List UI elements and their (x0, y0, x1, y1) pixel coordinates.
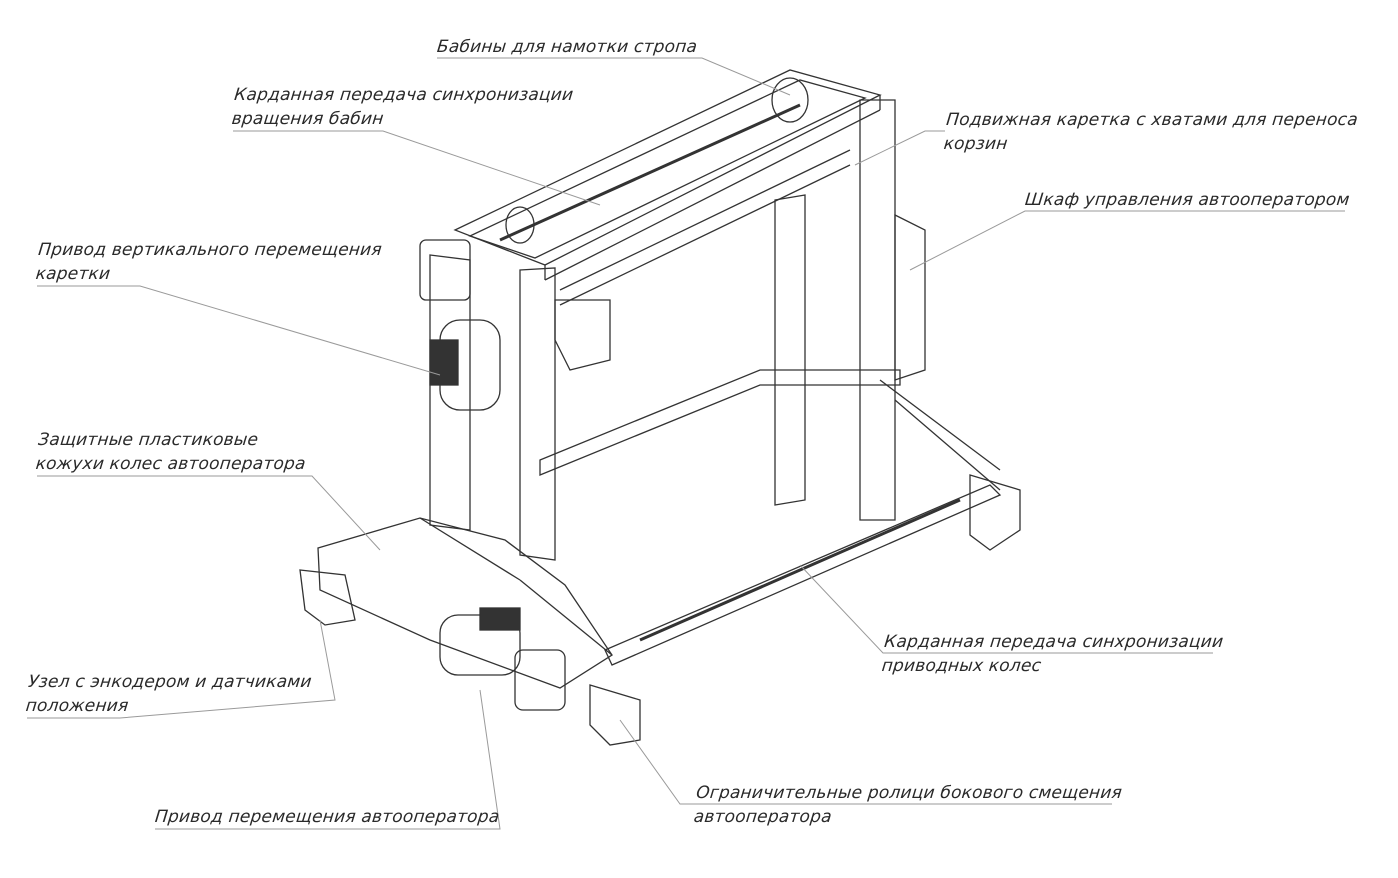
leader-cabinet (909, 210, 1345, 271)
label-cabinet: Шкаф управления автооператором (1023, 190, 1351, 210)
leader-lines (27, 57, 1345, 830)
frame (299, 69, 1021, 746)
cardan-shaft-top (499, 103, 801, 242)
leader-encoder (27, 619, 336, 719)
leader-vertical-drive (37, 285, 441, 376)
leader-carriage (854, 130, 945, 166)
top-beam-inner (468, 79, 867, 259)
post-front-left (429, 254, 471, 531)
leader-bobbins (437, 57, 791, 96)
control-cabinet (894, 213, 926, 381)
leader-cardan-wheels (799, 564, 1213, 654)
wheel-cover-housing (317, 517, 613, 689)
leader-cardan-bobbins (233, 130, 601, 206)
label-rollers: Ограничительные ролици бокового смещения… (692, 783, 1124, 827)
post-back-right (859, 99, 896, 521)
post-back-left (774, 194, 806, 506)
bottom-rail (604, 484, 1002, 666)
label-travel-drive: Привод перемещения автооператора (153, 807, 501, 827)
leader-travel-drive (155, 689, 501, 830)
vertical-drive-motor (419, 239, 471, 301)
label-bobbins: Бабины для намотки стропа (435, 37, 699, 57)
leader-rollers (619, 719, 1112, 805)
leader-wheel-covers (37, 475, 381, 551)
label-carriage: Подвижная каретка с хватами для переноса… (942, 110, 1359, 154)
post-front-right (519, 267, 556, 561)
